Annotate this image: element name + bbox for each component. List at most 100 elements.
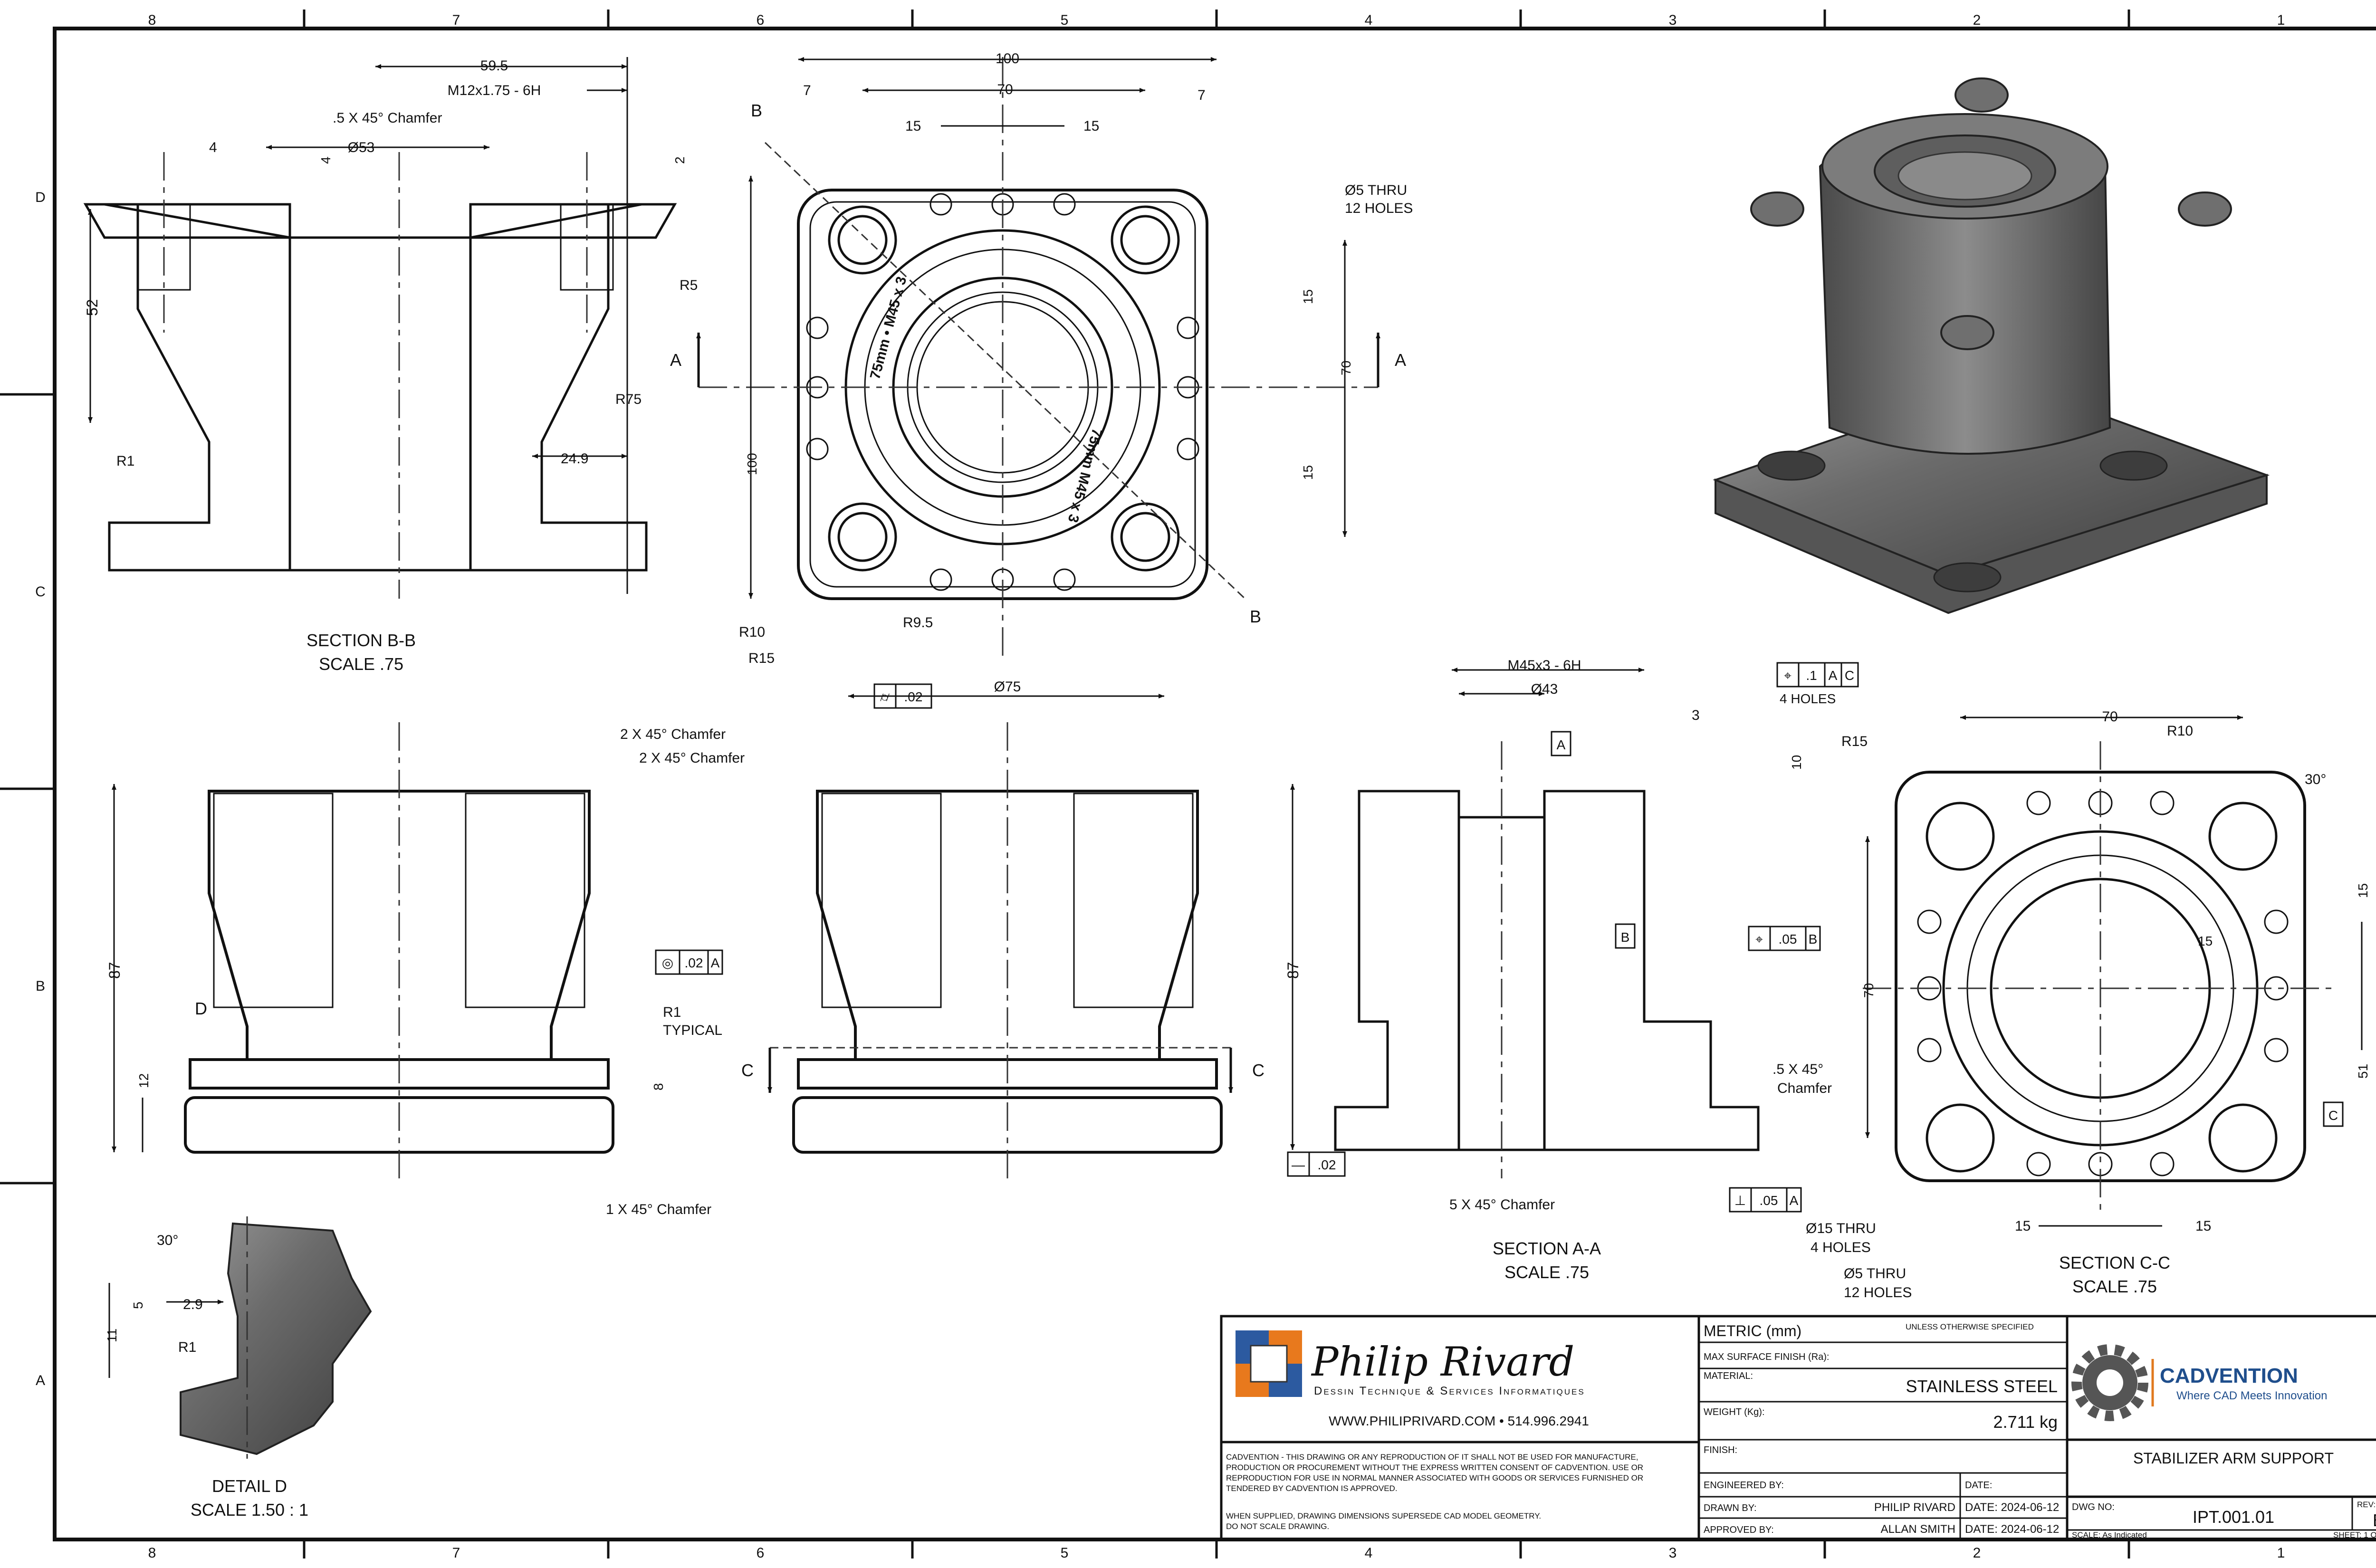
drawn-date: DATE: 2024-06-12	[1965, 1501, 2059, 1514]
dim-51: 15	[2198, 934, 2213, 948]
detail-d-title: DETAIL D	[212, 1476, 287, 1496]
svg-text:REPRODUCTION FOR USE IN NORMAL: REPRODUCTION FOR USE IN NORMAL MANNER AS…	[1226, 1473, 1643, 1482]
section-bb-left-wall	[104, 203, 291, 572]
dim-r1-typ: R1	[663, 1004, 681, 1020]
dim-30-deg: 30°	[2305, 772, 2326, 787]
dim-r75: R75	[615, 392, 642, 407]
svg-text:⌖: ⌖	[1755, 932, 1763, 947]
dim-15-cc-c: 15	[2015, 1218, 2031, 1234]
svg-text:⌖: ⌖	[1784, 668, 1792, 683]
cadvention-tagline: Where CAD Meets Innovation	[2176, 1389, 2327, 1402]
part-title: STABILIZER ARM SUPPORT	[2133, 1450, 2334, 1467]
dim-2: 2	[672, 156, 687, 164]
section-aa-scale: SCALE .75	[1504, 1262, 1589, 1282]
section-cc-title: SECTION C-C	[2059, 1253, 2170, 1272]
dim-dia-75: Ø75	[994, 679, 1021, 695]
section-b-top-label: B	[751, 101, 762, 120]
company-website: WWW.PHILIPRIVARD.COM • 514.996.2941	[1329, 1414, 1589, 1428]
section-b-bottom-label: B	[1250, 607, 1261, 626]
side-view: C C Ø75 ⌭ .02	[741, 679, 1265, 1178]
note-12-holes-cc: 12 HOLES	[1844, 1285, 1912, 1300]
svg-text:WHEN SUPPLIED, DRAWING DIMENSI: WHEN SUPPLIED, DRAWING DIMENSIONS SUPERS…	[1226, 1511, 1541, 1520]
dwg-number: IPT.001.01	[2193, 1507, 2274, 1527]
detail-d-scale: SCALE 1.50 : 1	[191, 1500, 308, 1520]
dim-87-front: 87	[106, 962, 123, 979]
dim-5x45-a: .5 X 45°	[1772, 1061, 1823, 1077]
isometric-render	[1713, 77, 2270, 614]
section-c-right-label: C	[1252, 1061, 1265, 1080]
finish-label: FINISH:	[1704, 1445, 1737, 1455]
dim-r1-bb: R1	[116, 453, 134, 469]
approved-by-label: APPROVED BY:	[1704, 1525, 1774, 1535]
section-aa-left-wall	[1334, 790, 1460, 1151]
svg-text:◎: ◎	[662, 956, 673, 970]
dim-m45-thread: M45x3 - 6H	[1507, 658, 1581, 673]
svg-text:PRODUCTION OR PROCUREMENT WITH: PRODUCTION OR PROCUREMENT WITHOUT THE EX…	[1226, 1463, 1643, 1472]
dim-24-9: 24.9	[561, 451, 588, 467]
dim-r15-cc: R15	[1841, 734, 1868, 749]
material-label: MATERIAL:	[1704, 1371, 1753, 1381]
section-cc-view: 70 R10 30° R15 15 70 15 51 15 15 Ø15 THR…	[1776, 662, 2370, 1300]
company-name: Philip Rivard	[1311, 1339, 1574, 1385]
svg-text:DO NOT SCALE DRAWING.: DO NOT SCALE DRAWING.	[1226, 1522, 1329, 1531]
zone-col-8-bottom: 8	[148, 1545, 156, 1561]
zone-col-3: 3	[1669, 12, 1677, 28]
zone-labels: 8 7 6 5 4 3 2 1 8 7 6 5 4 3 2 1 D C B A …	[35, 12, 2285, 1561]
dim-r10: R10	[739, 624, 765, 640]
svg-text:C: C	[1845, 668, 1854, 683]
zone-col-2-bottom: 2	[1973, 1545, 1981, 1561]
dwg-no-label: DWG NO:	[2072, 1502, 2115, 1512]
section-bb-bore	[288, 236, 472, 572]
zone-col-1: 1	[2277, 12, 2285, 28]
note-5-thru: Ø5 THRU	[1345, 182, 1407, 198]
material-value: STAINLESS STEEL	[1906, 1377, 2058, 1396]
svg-text:.02: .02	[904, 689, 923, 704]
dim-59-5: 59.5	[480, 58, 508, 74]
dim-52: 52	[84, 299, 101, 316]
svg-text:.1: .1	[1806, 668, 1817, 683]
svg-text:CADVENTION - THIS DRAWING OR A: CADVENTION - THIS DRAWING OR ANY REPRODU…	[1226, 1453, 1638, 1462]
note-4-holes: 4 HOLES	[1811, 1240, 1871, 1255]
zone-col-7: 7	[452, 12, 460, 28]
zone-col-1-bottom: 1	[2277, 1545, 2285, 1561]
zone-col-8: 8	[148, 12, 156, 28]
svg-text:.02: .02	[685, 956, 703, 970]
zone-col-4-bottom: 4	[1365, 1545, 1373, 1561]
datum-a: A	[1557, 737, 1566, 752]
svg-text:B: B	[1809, 932, 1818, 947]
svg-text:⊥: ⊥	[1734, 1193, 1746, 1208]
zone-ticks	[0, 10, 2130, 1558]
fcf-flatness: — .02	[1287, 1151, 1346, 1177]
svg-text:A: A	[1790, 1193, 1799, 1208]
zone-row-c: C	[35, 584, 46, 600]
section-cc-scale: SCALE .75	[2072, 1277, 2157, 1296]
svg-text:.05: .05	[1779, 932, 1797, 947]
dim-7-right: 7	[1198, 87, 1206, 103]
zone-col-2: 2	[1973, 12, 1981, 28]
cadvention-logo-text: CADVENTION	[2160, 1364, 2298, 1387]
weight-value: 2.711 kg	[1993, 1412, 2058, 1432]
datum-c: C	[2328, 1108, 2338, 1123]
dim-typical: TYPICAL	[663, 1023, 722, 1038]
dim-2-9: 2.9	[183, 1297, 203, 1312]
title-block: Philip Rivard Dessin Technique & Service…	[1220, 1315, 2376, 1541]
zone-col-3-bottom: 3	[1669, 1545, 1677, 1561]
dim-chamfer-label: Chamfer	[1777, 1080, 1832, 1096]
section-bb-top-left	[83, 203, 291, 239]
section-cc-small-holes	[1917, 791, 2289, 1176]
dim-70-cc-top: 70	[2102, 709, 2117, 725]
section-aa-view: M45x3 - 6H Ø43 3 10 87 .5 X 45° Chamfer …	[1284, 658, 1832, 1282]
fcf-position-b: ⌖ .05 B	[1748, 926, 1821, 951]
engineered-by-label: ENGINEERED BY:	[1704, 1480, 1784, 1491]
dim-dia-43: Ø43	[1531, 681, 1558, 697]
dim-r5: R5	[680, 277, 698, 293]
drawn-by-label: DRAWN BY:	[1704, 1503, 1757, 1513]
detail-d-view: 30° 5 2.9 11 R1 DETAIL D SCALE 1.50 : 1	[105, 1216, 372, 1520]
engineered-date-label: DATE:	[1965, 1480, 1992, 1491]
disclaimer-text: CADVENTION - THIS DRAWING OR ANY REPRODU…	[1226, 1453, 1643, 1531]
drawn-by-name: PHILIP RIVARD	[1874, 1501, 1955, 1514]
section-bb-right-wall	[469, 203, 648, 572]
section-c-left-label: C	[741, 1061, 754, 1080]
dim-1x45-chamfer: 1 X 45° Chamfer	[606, 1202, 711, 1217]
